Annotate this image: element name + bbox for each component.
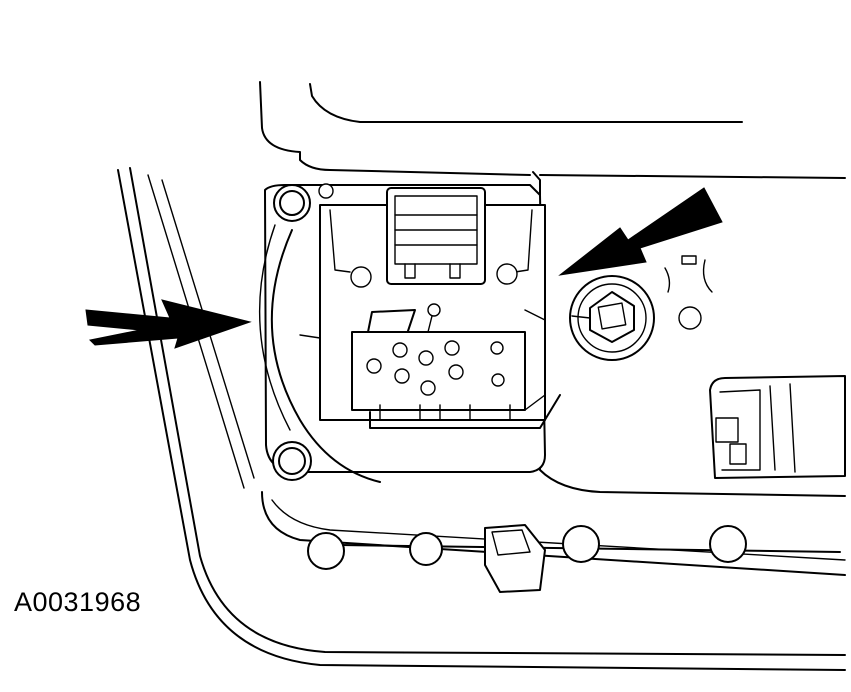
bulb-socket xyxy=(569,275,655,361)
mounting-screw-bottom xyxy=(272,441,312,481)
right-arrow-icon xyxy=(558,187,723,276)
panel-outline xyxy=(117,167,846,671)
left-arrow-icon xyxy=(85,299,252,349)
mounting-screw-top xyxy=(273,183,334,222)
figure-reference-code: A0031968 xyxy=(14,587,142,617)
retaining-bracket xyxy=(664,255,713,330)
connector-block xyxy=(319,187,561,429)
bottom-rail xyxy=(307,524,841,593)
upper-housing xyxy=(259,81,846,497)
switch-assembly xyxy=(709,375,846,479)
